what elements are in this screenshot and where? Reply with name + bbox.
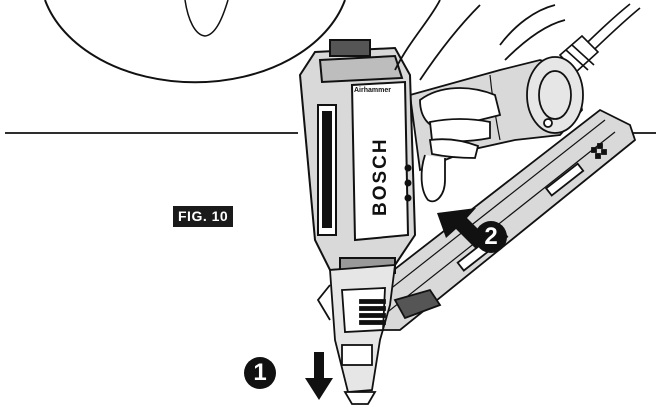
down-arrow-icon <box>305 352 333 400</box>
step-1-callout: 1 <box>244 357 276 389</box>
operator-hands <box>394 0 566 203</box>
brand-text: BOSCH <box>370 137 391 216</box>
detail-magnifier-circle <box>44 0 346 84</box>
model-text: Airhammer <box>354 87 391 94</box>
air-hose <box>558 3 641 74</box>
step-2-callout: 2 <box>475 221 507 253</box>
nose-assembly <box>316 264 397 405</box>
diagonal-arrow-icon <box>437 208 487 249</box>
nailer-body <box>298 39 417 274</box>
figure-label: FIG. 10 <box>173 206 234 227</box>
